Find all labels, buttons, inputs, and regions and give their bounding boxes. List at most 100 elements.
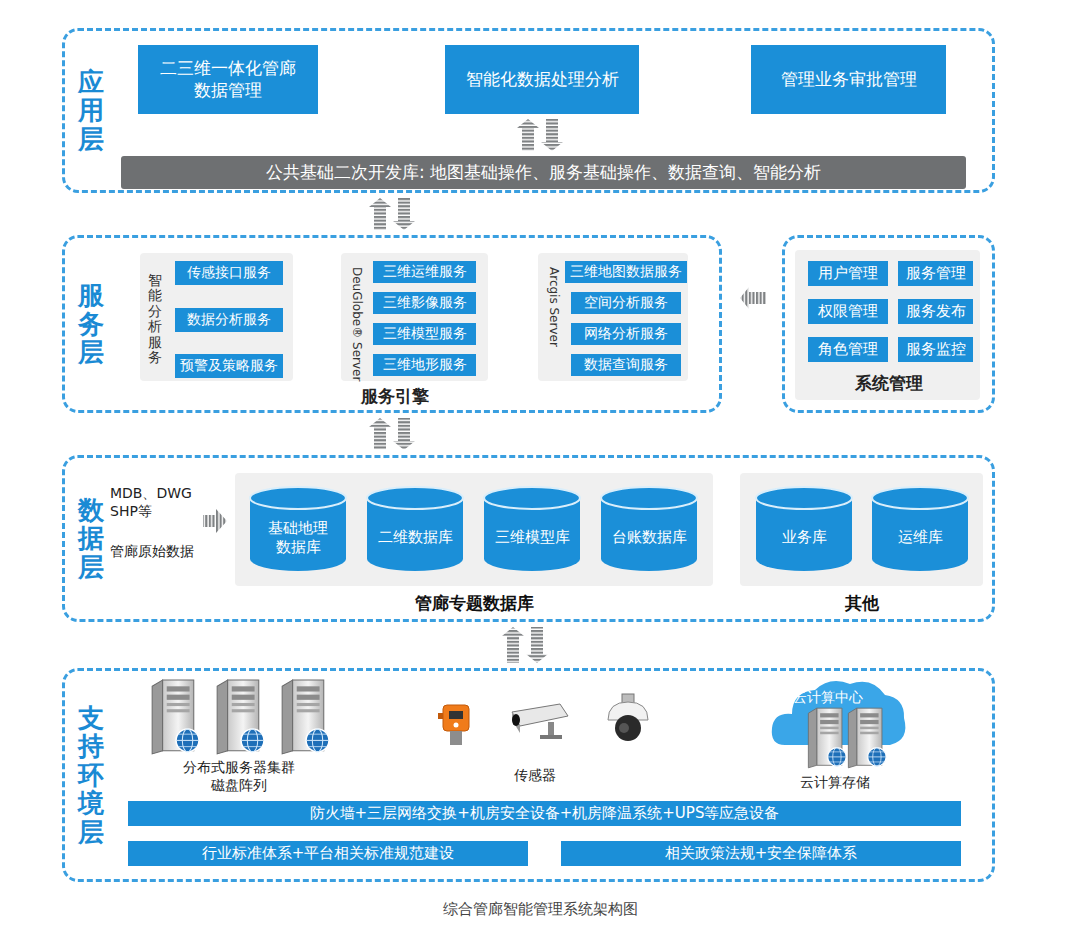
node-text: 三维模型库 (495, 528, 570, 547)
node-text: 系统管理 (785, 372, 992, 395)
note-label: MDB、DWG SHP等 (110, 484, 210, 520)
database-cylinder: 运维库 (871, 486, 969, 571)
layer-connector (369, 418, 415, 450)
database-cylinder: 台账数据库 (600, 486, 698, 571)
input-arrow (203, 509, 227, 533)
node-text: 角色管理 (818, 340, 878, 359)
node-text: 三维模型服务 (383, 325, 467, 343)
layer-connector (369, 198, 415, 230)
node-text: Arcgis Server (547, 267, 561, 347)
process-box: 权限管理 (808, 299, 888, 324)
process-box: 预警及策略服务 (175, 354, 283, 378)
node-text: 权限管理 (818, 302, 878, 321)
process-box: 管理业务审批管理 (751, 45, 946, 114)
process-box: 用户管理 (808, 261, 888, 286)
process-box: 三维影像服务 (373, 292, 476, 314)
node-text: 服务层 (78, 281, 104, 367)
group-panel: 其他业务库运维库 (740, 473, 983, 586)
arrow-shape (740, 287, 766, 309)
arrow-shape (393, 198, 415, 230)
group-panel: 管廊专题数据库基础地理数据库二维数据库三维模型库台账数据库 (235, 473, 713, 586)
process-box: 网络分析服务 (571, 323, 681, 345)
node-text: DeuGlobe® Server (350, 267, 364, 381)
arrow-shape (541, 119, 563, 151)
node-text: 管廊专题数据库 (235, 592, 713, 615)
node-text: 基础地理数据库 (266, 519, 331, 557)
process-box: 二三维一体化管廊数据管理 (138, 45, 318, 114)
process-box: 三维模型服务 (373, 323, 476, 345)
group-panel: 智能分析服务 传感接口服务数据分析服务预警及策略服务 (140, 253, 293, 381)
note-label: 云计算中心 (786, 688, 870, 706)
process-box: 服务发布 (898, 299, 973, 324)
note-label: 分布式服务器集群 磁盘阵列 (180, 758, 298, 794)
node-text: 空间分析服务 (584, 294, 668, 312)
process-box: 服务管理 (898, 261, 973, 286)
process-box: 数据查询服务 (571, 354, 681, 376)
note-label: 传感器 (500, 766, 570, 784)
node-text: 三维影像服务 (383, 294, 467, 312)
group-panel: DeuGlobe® Server 三维运维服务三维影像服务三维模型服务三维地形服务 (341, 253, 488, 381)
layer-connector (517, 119, 563, 151)
node-text: 业务库 (782, 528, 827, 547)
server-cluster (152, 680, 329, 754)
process-box: 三维运维服务 (373, 261, 476, 283)
layer-connector (740, 287, 766, 309)
node-text: 三维地形服务 (383, 356, 467, 374)
caption: 综合管廊智能管理系统架构图 (0, 900, 1080, 920)
arrow-shape (517, 119, 539, 151)
arrow-shape (369, 198, 391, 230)
database-cylinder: 基础地理数据库 (249, 486, 347, 571)
process-box: 智能化数据处理分析 (445, 45, 639, 114)
node-text: 支持环境层 (78, 704, 104, 847)
note-label: 管廊原始数据 (110, 542, 210, 560)
arrow-shape (393, 418, 415, 450)
heading-text: 服务引擎 (315, 385, 475, 408)
node-text: 运维库 (898, 528, 943, 547)
node-text: 台账数据库 (612, 528, 687, 547)
database-cylinder: 业务库 (755, 486, 853, 571)
node-text: 服务监控 (906, 340, 966, 359)
node-text: 管理业务审批管理 (781, 69, 917, 90)
node-text: 数据层 (78, 496, 104, 582)
node-text: 其他 (740, 592, 983, 615)
node-text: 网络分析服务 (584, 325, 668, 343)
node-text: 公共基础二次开发库: 地图基础操作、服务基础操作、数据查询、智能分析 (266, 162, 821, 183)
arrow-shape (502, 627, 524, 663)
layer-region: 数据层管廊专题数据库 基础地理数据库二维数据库 三维模型库 台账数据库其他 业务库 运维库 (62, 455, 995, 622)
node-text: 防火墙+三层网络交换+机房安全设备+机房降温系统+UPS等应急设备 (310, 804, 780, 823)
arrow-shape (526, 627, 548, 663)
node-text: 智能分析服务 (148, 273, 162, 365)
group-panel: Arcgis Server 三维地图数据服务空间分析服务网络分析服务数据查询服务 (538, 253, 688, 381)
process-box: 角色管理 (808, 337, 888, 362)
node-text: 行业标准体系+平台相关标准规范建设 (202, 844, 455, 863)
layer-region: 系统管理 用户管理 服务管理权限管理 服务发布角色管理 服务监控 (782, 235, 995, 413)
node-text: 数据分析服务 (187, 311, 271, 329)
process-box: 数据分析服务 (175, 308, 283, 332)
node-text: 服务管理 (906, 264, 966, 283)
layer-connector (502, 627, 548, 663)
note-label: 云计算存储 (790, 773, 880, 791)
layer-region: 服务层服务引擎 智能分析服务 传感接口服务数据分析服务预警及策略服务 DeuGlobe… (62, 235, 722, 413)
arrow-shape (369, 418, 391, 450)
node-text: 智能化数据处理分析 (466, 69, 619, 90)
process-box: 防火墙+三层网络交换+机房安全设备+机房降温系统+UPS等应急设备 (128, 801, 961, 826)
node-text: 用户管理 (818, 264, 878, 283)
node-text: 传感接口服务 (187, 264, 271, 282)
library-bar: 公共基础二次开发库: 地图基础操作、服务基础操作、数据查询、智能分析 (121, 156, 966, 189)
node-text: 三维运维服务 (383, 263, 467, 281)
layer-region: 应用层二三维一体化管廊数据管理智能化数据处理分析管理业务审批管理公共基础二次开发… (62, 28, 995, 193)
process-box: 三维地图数据服务 (565, 261, 687, 283)
dome-camera (608, 694, 648, 741)
process-box: 空间分析服务 (571, 292, 681, 314)
node-text: 服务发布 (906, 302, 966, 321)
node-text: 相关政策法规+安全保障体系 (665, 844, 858, 863)
process-box: 三维地形服务 (373, 354, 476, 376)
database-cylinder: 二维数据库 (366, 486, 464, 571)
node-text: 二三维一体化管廊数据管理 (156, 58, 301, 101)
process-box: 相关政策法规+安全保障体系 (561, 841, 961, 866)
node-text: 数据查询服务 (584, 356, 668, 374)
node-text: 预警及策略服务 (180, 357, 278, 375)
bullet-camera (512, 704, 568, 739)
